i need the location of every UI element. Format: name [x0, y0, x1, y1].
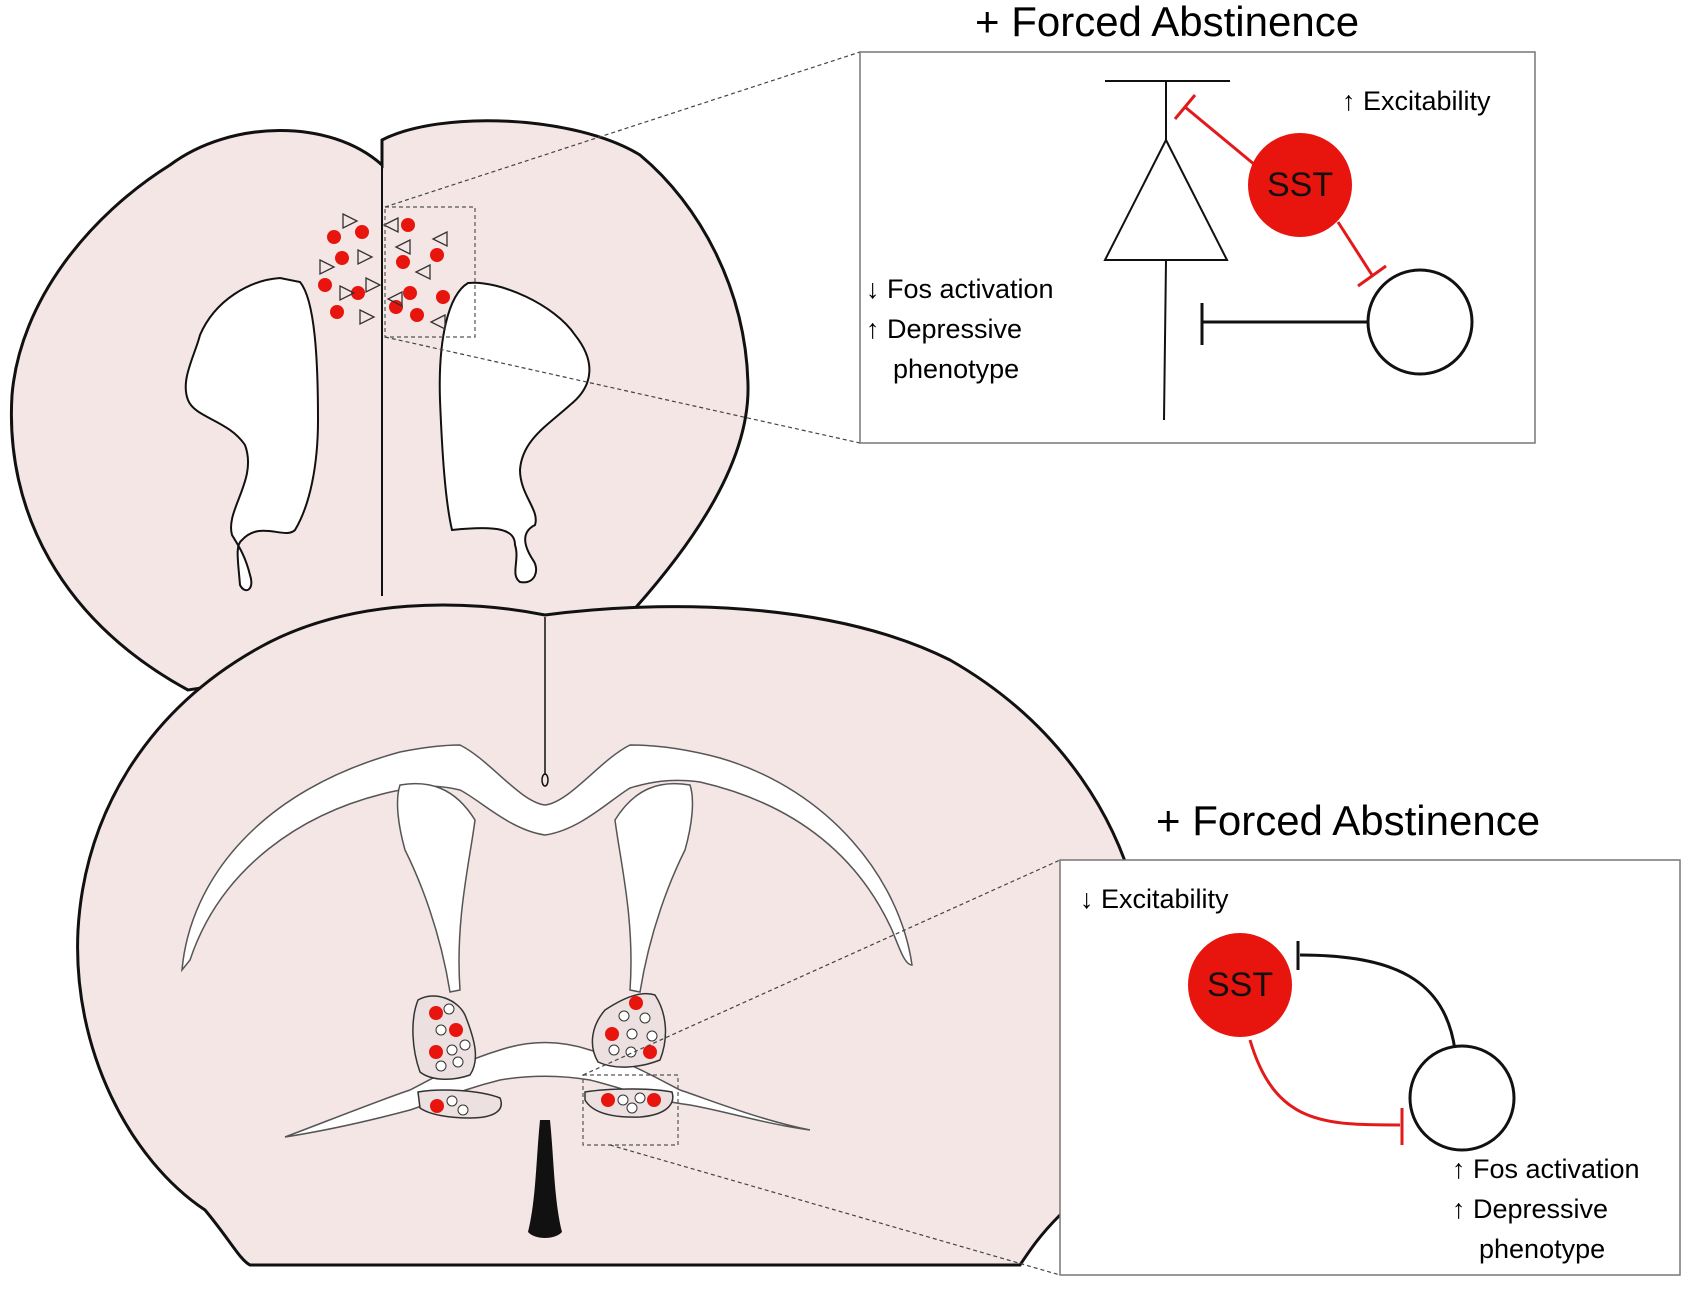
sst-cell-marker	[330, 305, 344, 319]
neuron-marker	[634, 1092, 646, 1104]
upper-sst-label: SST	[1267, 166, 1334, 204]
sst-cell-marker	[436, 290, 450, 304]
sst-cell-marker	[430, 1099, 444, 1113]
lower-inset-box	[582, 1074, 679, 1146]
sst-interneuron	[1188, 933, 1292, 1037]
lower-excitability-label: ↓ Excitability	[1080, 884, 1229, 914]
sst-interneuron	[1248, 133, 1352, 237]
neuron-marker	[435, 1060, 447, 1072]
sst-cell-marker	[429, 1006, 443, 1020]
lower-brain-section	[76, 603, 1150, 1267]
midline-canal	[541, 773, 549, 787]
sst-to-dendrite-inhibition-cap	[1173, 94, 1197, 120]
pyramidal-cell-marker	[339, 284, 356, 302]
neuron-marker	[626, 1102, 638, 1114]
left-ventricle	[184, 276, 320, 592]
pyramidal-cell-marker	[394, 238, 411, 256]
right-ventricle-lower	[614, 782, 694, 993]
sst-cell-marker	[351, 286, 365, 300]
left-ventricle-lower	[396, 782, 476, 993]
sst-cell-marker	[335, 251, 349, 265]
lower-fos-label: ↑ Fos activation	[1452, 1154, 1640, 1184]
neuron-marker	[626, 1028, 638, 1040]
sst-cell-marker	[401, 218, 415, 232]
pyramidal-cell-marker	[359, 308, 376, 326]
pyramidal-cell-marker	[365, 276, 382, 294]
upper-depressive-label: ↑ Depressive	[866, 314, 1023, 344]
lower-callout-top	[582, 859, 1061, 1076]
sst-cell-marker	[429, 1045, 443, 1059]
neuron-marker	[457, 1104, 469, 1116]
interneuron	[1366, 268, 1474, 376]
sst-cell-marker	[327, 230, 341, 244]
upper-brain-outline	[9, 119, 750, 692]
sst-cell-marker	[355, 225, 369, 239]
callout-lines	[384, 51, 1061, 1276]
sst-cell-marker	[396, 255, 410, 269]
lower-panel-frame	[1059, 859, 1681, 1276]
sst-cell-marker	[647, 1093, 661, 1107]
sst-to-dendrite-inhibition	[1184, 105, 1256, 167]
neuron-marker	[608, 1044, 620, 1056]
sst-cell-marker	[449, 1023, 463, 1037]
sst-cell-marker	[389, 300, 403, 314]
sst-cell-marker	[410, 308, 424, 322]
sst-to-interneuron-inhibition	[1336, 221, 1374, 276]
sst-cell-marker	[601, 1093, 615, 1107]
sst-cell-marker	[605, 1027, 619, 1041]
upper-brain-section	[9, 119, 750, 692]
pyramidal-cell-marker	[382, 216, 399, 234]
pyramidal-cell-marker	[386, 290, 403, 308]
pyramidal-axon	[1163, 259, 1167, 421]
upper-inset-box	[384, 206, 476, 338]
sst-cell-marker	[629, 996, 643, 1010]
lower-panel-title: + Forced Abstinence	[1156, 797, 1541, 844]
sst-cell-marker	[430, 248, 444, 262]
lower-circuit-panel	[1059, 859, 1681, 1276]
interneuron	[1408, 1044, 1516, 1152]
sst-cell-marker	[403, 286, 417, 300]
lower-brain-outline	[76, 603, 1150, 1267]
neuron-marker	[459, 1039, 471, 1051]
interneuron-to-sst-inhibition	[1299, 953, 1457, 1051]
upper-phenotype-label: phenotype	[893, 354, 1020, 384]
sst-to-interneuron-inhibition	[1248, 1039, 1401, 1127]
upper-panel-title: + Forced Abstinence	[975, 0, 1360, 45]
neuron-marker	[446, 1095, 458, 1107]
lower-callout-bottom	[609, 1144, 1061, 1276]
neuron-marker	[435, 1024, 447, 1036]
neuron-marker	[646, 1030, 658, 1042]
sst-cell-marker	[318, 278, 332, 292]
pyramidal-cell-marker	[431, 230, 448, 248]
upper-fos-label: ↓ Fos activation	[866, 274, 1054, 304]
neuron-marker	[639, 1012, 651, 1024]
lower-depressive-label: ↑ Depressive	[1452, 1194, 1609, 1224]
pyramidal-cell-marker	[357, 248, 374, 266]
corpus-callosum	[181, 744, 913, 973]
pyramidal-cell-marker	[414, 263, 431, 281]
third-ventricle	[528, 1120, 562, 1238]
lower-cell-markers	[429, 996, 661, 1116]
neuron-marker	[617, 1094, 629, 1106]
neuron-marker	[452, 1056, 464, 1068]
sst-to-interneuron-inhibition-cap	[1357, 264, 1387, 288]
neuron-marker	[446, 1044, 458, 1056]
neuron-marker	[443, 1003, 455, 1015]
sst-cell-marker	[643, 1045, 657, 1059]
neuron-marker	[618, 1010, 630, 1022]
upper-callout-top	[384, 51, 861, 208]
upper-circuit-panel	[859, 51, 1536, 444]
pyramidal-cell-marker	[319, 258, 336, 276]
pyramidal-cell-marker	[429, 313, 446, 331]
pyramidal-cell-marker	[342, 212, 359, 230]
upper-excitability-label: ↑ Excitability	[1342, 86, 1491, 116]
lower-sst-label: SST	[1207, 966, 1274, 1004]
lower-phenotype-label: phenotype	[1479, 1234, 1606, 1264]
upper-cell-markers	[318, 212, 450, 331]
